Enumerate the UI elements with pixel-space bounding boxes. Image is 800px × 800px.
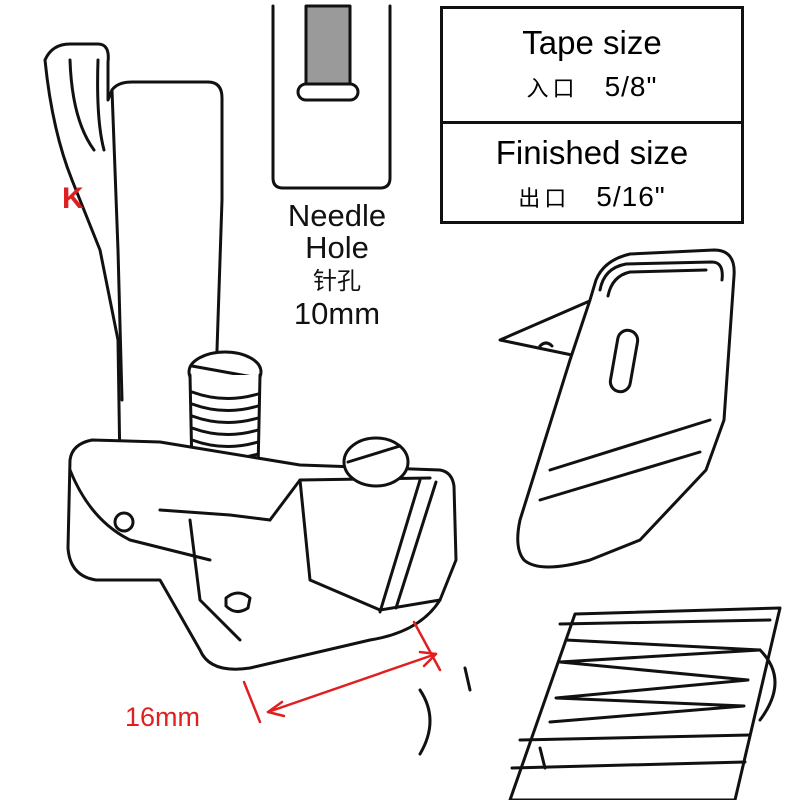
width-dimension-arrow (242, 620, 442, 724)
width-dimension-label: 16mm (125, 702, 201, 732)
spec-table: Tape size 入口 5/8" Finished size 出口 5/16" (440, 6, 744, 224)
needle-hole-line1: Needle (287, 198, 387, 233)
folded-tape-sample (418, 606, 782, 800)
finished-size-cjk: 出口 (518, 187, 571, 212)
tape-folder-attachment (498, 248, 736, 569)
needle-hole-cjk: 针孔 (313, 267, 361, 295)
tape-size-cjk: 入口 (526, 77, 579, 102)
finished-size-label: Finished size (495, 134, 689, 171)
needle-hole-detail (271, 4, 392, 190)
finished-size-row: 出口 5/16" (443, 181, 741, 216)
needle-hole-label: Needle Hole 针孔 10mm (252, 200, 422, 330)
tape-size-value: 5/8" (604, 71, 658, 102)
presser-foot-base (66, 436, 458, 671)
spec-table-divider (443, 121, 741, 124)
svg-text:K: K (62, 182, 84, 215)
finished-size-value: 5/16" (596, 181, 666, 212)
needle-hole-line2: Hole (305, 230, 369, 265)
tape-size-row: 入口 5/8" (443, 71, 741, 106)
tape-size-label: Tape size (522, 24, 662, 61)
presser-foot-shank: K (43, 42, 224, 472)
needle-hole-size: 10mm (293, 296, 381, 331)
